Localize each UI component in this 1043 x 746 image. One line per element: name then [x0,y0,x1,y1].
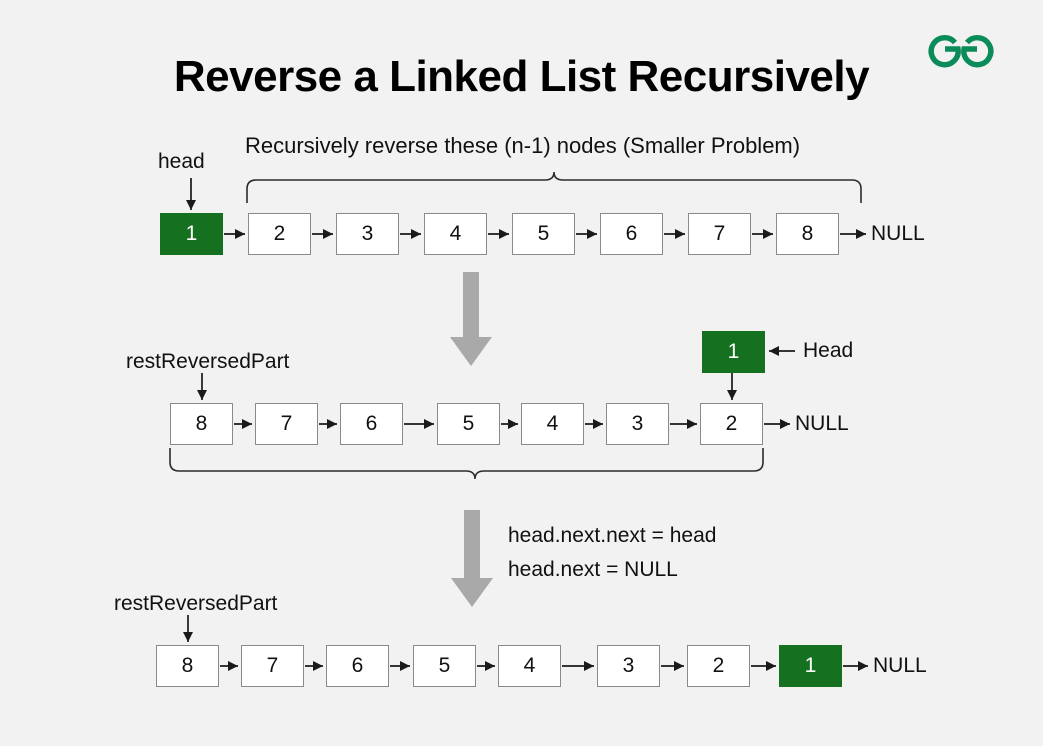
block-arrow-step1-to-step2 [450,272,492,366]
node-row2-5: 3 [606,403,669,445]
step1-brace-caption: Recursively reverse these (n-1) nodes (S… [245,133,801,158]
step2-null-label: NULL [795,412,849,435]
transition-code-line-2: head.next = NULL [508,558,678,581]
transition-code-line-1: head.next.next = head [508,524,717,547]
step3-null-label: NULL [873,654,927,677]
node-row2-2: 6 [340,403,403,445]
node-detached-head: 1 [702,331,765,373]
node-row3-7: 1 [779,645,842,687]
node-row1-6: 7 [688,213,751,255]
node-row2-4: 4 [521,403,584,445]
node-row2-0: 8 [170,403,233,445]
node-row1-7: 8 [776,213,839,255]
block-arrow-step2-to-step3 [451,510,493,607]
node-row3-1: 7 [241,645,304,687]
brace-step1 [246,171,862,203]
node-row1-4: 5 [512,213,575,255]
page-title: Reverse a Linked List Recursively [173,52,870,101]
node-row2-6: 2 [700,403,763,445]
node-row1-2: 3 [336,213,399,255]
step3-rest-label: restReversedPart [114,592,278,615]
node-row3-0: 8 [156,645,219,687]
node-row3-2: 6 [326,645,389,687]
node-row2-3: 5 [437,403,500,445]
node-row1-0: 1 [160,213,223,255]
node-row2-1: 7 [255,403,318,445]
node-row3-5: 3 [597,645,660,687]
node-row3-3: 5 [413,645,476,687]
step2-rest-label: restReversedPart [126,350,290,373]
node-row1-3: 4 [424,213,487,255]
geeksforgeeks-logo-icon [923,27,999,71]
node-row3-4: 4 [498,645,561,687]
brace-step2 [169,448,764,480]
node-row3-6: 2 [687,645,750,687]
node-row1-1: 2 [248,213,311,255]
node-row1-5: 6 [600,213,663,255]
step2-head-label: Head [803,339,854,362]
step1-null-label: NULL [871,222,925,245]
step1-head-label: head [158,150,205,173]
